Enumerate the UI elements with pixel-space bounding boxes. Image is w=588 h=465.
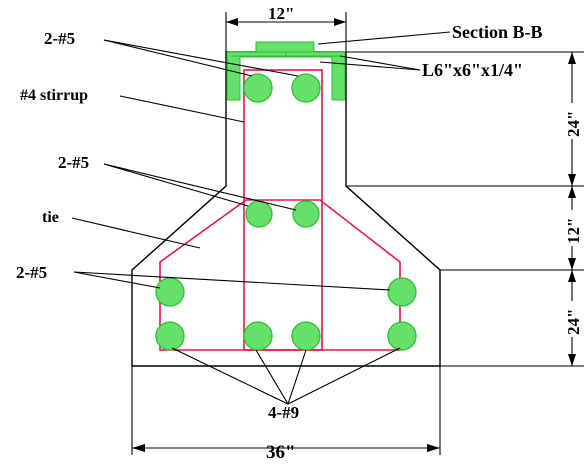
- leader-bottom-rebar-2: [255, 349, 289, 405]
- rebar-bottom-3: [291, 321, 321, 351]
- rebar-mid-right: [292, 200, 320, 228]
- rebar-bottom-1: [155, 321, 185, 351]
- angle-spec-label: L6"x6"x1/4": [422, 60, 523, 80]
- stirrup-label: #4 stirrup: [20, 87, 88, 104]
- dim-top-width-label: 12": [268, 4, 294, 23]
- dim-top-arrow-right: [334, 18, 346, 26]
- rebar-top-left: [243, 73, 273, 103]
- dim-right-arrow-5: [568, 270, 576, 282]
- dim-right-arrow-4: [568, 258, 576, 270]
- dim-bottom-arrow-left: [132, 444, 145, 452]
- rebar-top-right: [291, 73, 321, 103]
- leader-tie: [71, 217, 201, 249]
- dim-right-arrow-6: [568, 354, 576, 366]
- rebar-low-label: 2-#5: [16, 263, 47, 282]
- rebar-low-right: [387, 277, 417, 307]
- leader-top-rebar-2: [103, 39, 299, 77]
- leader-low-rebar-1: [73, 271, 161, 289]
- leader-angle-2: [319, 61, 421, 71]
- dim-right-bottom-bg: [562, 301, 582, 337]
- rebar-top-label: 2-#5: [44, 29, 75, 48]
- leader-bottom-rebar-3: [287, 349, 307, 405]
- rebar-bottom-2: [243, 321, 273, 351]
- dim-bottom-width-label: 36": [266, 442, 296, 463]
- dim-right-mid-label: 12": [564, 218, 583, 244]
- dim-right-arrow-2: [568, 174, 576, 186]
- dim-bottom-arrow-right: [427, 444, 440, 452]
- leader-bottom-rebar-1: [171, 347, 289, 405]
- leader-stirrup: [119, 95, 245, 123]
- dim-right-bottom-label: 24": [564, 309, 583, 335]
- dim-right-arrow-3: [568, 186, 576, 198]
- leader-low-rebar-2: [73, 271, 391, 291]
- leader-top-rebar-1: [103, 39, 253, 77]
- leader-bottom-rebar-4: [287, 347, 401, 405]
- dim-right-mid-bg: [562, 210, 582, 246]
- leader-mid-rebar-1: [103, 163, 249, 207]
- rebar-low-left: [155, 277, 185, 307]
- section-outline: [131, 51, 441, 367]
- rebar-mid-label: 2-#5: [58, 153, 89, 172]
- section-title: Section B-B: [452, 22, 543, 42]
- dim-right-top-label: 24": [564, 111, 583, 137]
- dim-top-arrow-left: [226, 18, 238, 26]
- rebar-bottom-label: 4-#9: [268, 403, 299, 422]
- leader-mid-rebar-2: [103, 163, 297, 211]
- rebar-bottom-4: [387, 321, 417, 351]
- angle-cap-plate: [255, 41, 315, 53]
- dim-right-top-bg: [562, 103, 582, 139]
- tie-label: tie: [42, 209, 59, 226]
- leader-angle-1: [339, 55, 421, 71]
- dim-right-arrow-1: [568, 52, 576, 64]
- rebar-mid-left: [245, 200, 273, 228]
- tie: [159, 199, 401, 351]
- leader-section-title: [317, 31, 451, 45]
